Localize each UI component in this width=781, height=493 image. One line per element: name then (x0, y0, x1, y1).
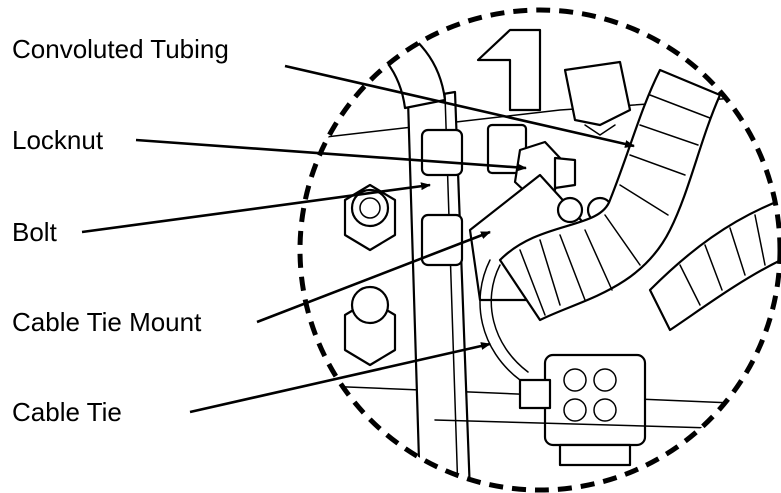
bolt-head-lower (420, 213, 464, 267)
convoluted-tubing-part (498, 68, 722, 322)
bolt-head-upper (420, 128, 464, 177)
l-bracket (476, 28, 542, 112)
hex-bolt-left-upper (343, 183, 397, 252)
detail-circle (297, 7, 781, 493)
leader-locknut (135, 138, 527, 172)
detail-illustration (300, 10, 780, 490)
leader-bolt (81, 182, 431, 234)
label-convoluted-tubing: Convoluted Tubing (12, 34, 229, 64)
label-cable-tie-mount: Cable Tie Mount (12, 307, 202, 337)
label-bolt: Bolt (12, 217, 58, 247)
connector-part (518, 353, 647, 467)
label-cable-tie: Cable Tie (12, 397, 122, 427)
hex-bolt-left-lower (343, 285, 397, 367)
hex-nut-top (563, 60, 632, 127)
leader-convoluted-tubing (284, 64, 635, 148)
leader-cable-tie-mount (256, 230, 491, 324)
leader-cable-tie (189, 342, 491, 414)
label-locknut: Locknut (12, 125, 104, 155)
secondary-tubing (648, 198, 780, 332)
